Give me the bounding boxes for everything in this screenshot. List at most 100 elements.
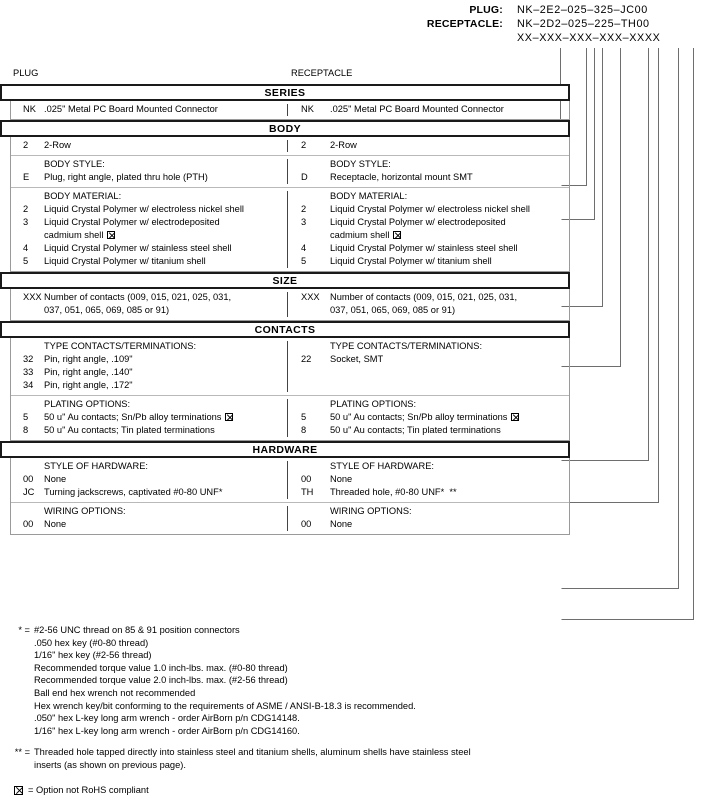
part-number-row-mask: XX–XXX–XXX–XXX–XXXX bbox=[390, 32, 710, 46]
section-title: BODY bbox=[0, 120, 570, 137]
column-divider bbox=[287, 341, 288, 392]
option-description: Liquid Crystal Polymer w/ electroless ni… bbox=[44, 204, 244, 214]
option-code: 4 bbox=[301, 243, 307, 253]
column-headers: PLUG RECEPTACLE bbox=[0, 68, 600, 82]
footnote-marker: ** = bbox=[14, 747, 30, 758]
column-receptacle: 2 2-Row bbox=[287, 139, 563, 152]
section-series: SERIES NK .025" Metal PC Board Mounted Con… bbox=[0, 84, 570, 120]
option-row[interactable]: 2 2-Row bbox=[297, 139, 563, 152]
option-row[interactable]: 8 50 u" Au contacts; Tin plated terminati… bbox=[297, 424, 563, 437]
group-heading: WIRING OPTIONS: bbox=[330, 506, 412, 516]
option-description: 2-Row bbox=[330, 140, 357, 150]
column-divider bbox=[287, 506, 288, 531]
option-description: Pin, right angle, .172" bbox=[44, 380, 133, 390]
option-description-wrap: 50 u" Au contacts; Tin plated terminatio… bbox=[330, 424, 563, 437]
section-title: HARDWARE bbox=[0, 441, 570, 458]
option-description: Socket, SMT bbox=[330, 354, 384, 364]
footnote-line: Ball end hex wrench not recommended bbox=[34, 687, 196, 698]
option-description-wrap: Pin, right angle, .140" bbox=[44, 366, 287, 379]
option-row[interactable]: 34 Pin, right angle, .172" bbox=[11, 379, 287, 392]
column-divider bbox=[287, 399, 288, 437]
option-code: NK bbox=[23, 104, 36, 114]
option-code: 8 bbox=[301, 425, 307, 435]
footnote-line: 1/16" hex key (#2-56 thread) bbox=[34, 650, 152, 661]
part-number-mask: XX–XXX–XXX–XXX–XXXX bbox=[517, 32, 661, 44]
section-title: SERIES bbox=[0, 84, 570, 101]
column-header-receptacle: RECEPTACLE bbox=[291, 68, 353, 78]
column-divider bbox=[287, 140, 288, 152]
option-description: None bbox=[44, 474, 67, 484]
option-code: JC bbox=[23, 487, 35, 497]
option-code: 2 bbox=[301, 140, 307, 150]
option-description-wrap: Liquid Crystal Polymer w/ electrodeposit… bbox=[330, 216, 563, 242]
group-heading: TYPE CONTACTS/TERMINATIONS: bbox=[44, 341, 197, 351]
option-code: TH bbox=[301, 487, 314, 497]
option-code: 8 bbox=[23, 425, 29, 435]
footnote-marker: * = bbox=[18, 625, 30, 635]
option-description-wrap: None bbox=[330, 473, 563, 486]
footnote-line: inserts (as shown on previous page). bbox=[34, 759, 186, 770]
rohs-legend: = Option not RoHS compliant bbox=[14, 784, 149, 796]
option-row[interactable]: NK .025" Metal PC Board Mounted Connector bbox=[11, 103, 287, 116]
option-row[interactable]: JC Turning jackscrews, captivated #0-80 U… bbox=[11, 486, 287, 499]
option-description-wrap: Liquid Crystal Polymer w/ titanium shell bbox=[44, 255, 287, 268]
option-code: 4 bbox=[23, 243, 29, 253]
option-description: .025" Metal PC Board Mounted Connector bbox=[44, 104, 218, 114]
option-description: Liquid Crystal Polymer w/ stainless stee… bbox=[44, 243, 232, 253]
option-code: 3 bbox=[301, 217, 307, 227]
footnotes: * =#2-56 UNC thread on 85 & 91 position … bbox=[0, 624, 560, 772]
group-heading: TYPE CONTACTS/TERMINATIONS: bbox=[330, 341, 483, 351]
option-description: Receptacle, horizontal mount SMT bbox=[330, 172, 473, 182]
option-row[interactable]: 3 Liquid Crystal Polymer w/ electrodeposi… bbox=[297, 216, 563, 242]
option-description: Liquid Crystal Polymer w/ titanium shell bbox=[44, 256, 206, 266]
option-code: 5 bbox=[301, 412, 307, 422]
option-description: Pin, right angle, .109" bbox=[44, 354, 133, 364]
option-description-wrap: Receptacle, horizontal mount SMT bbox=[330, 171, 563, 184]
option-description-wrap: None bbox=[330, 518, 563, 531]
part-number-row-receptacle: RECEPTACLE: NK–2D2–025–225–TH00 bbox=[390, 18, 710, 32]
option-code: 34 bbox=[23, 380, 34, 390]
option-description: Liquid Crystal Polymer w/ electroless ni… bbox=[330, 204, 530, 214]
column-header-plug: PLUG bbox=[13, 68, 39, 78]
option-description: 50 u" Au contacts; Sn/Pb alloy terminati… bbox=[330, 412, 508, 422]
group-heading: PLATING OPTIONS: bbox=[44, 399, 131, 409]
rohs-not-compliant-icon bbox=[107, 231, 116, 239]
option-row[interactable]: NK.025" Metal PC Board Mounted Connector bbox=[297, 103, 563, 116]
option-description-wrap: Liquid Crystal Polymer w/ electrodeposit… bbox=[44, 216, 287, 242]
option-code: XXX bbox=[23, 292, 42, 302]
option-description-wrap: Turning jackscrews, captivated #0-80 UNF… bbox=[44, 486, 287, 499]
option-row[interactable]: 4 Liquid Crystal Polymer w/ stainless ste… bbox=[11, 242, 287, 255]
footnote-body: Threaded hole tapped directly into stain… bbox=[34, 746, 560, 771]
option-row[interactable]: 5 50 u" Au contacts; Sn/Pb alloy terminat… bbox=[297, 411, 563, 424]
